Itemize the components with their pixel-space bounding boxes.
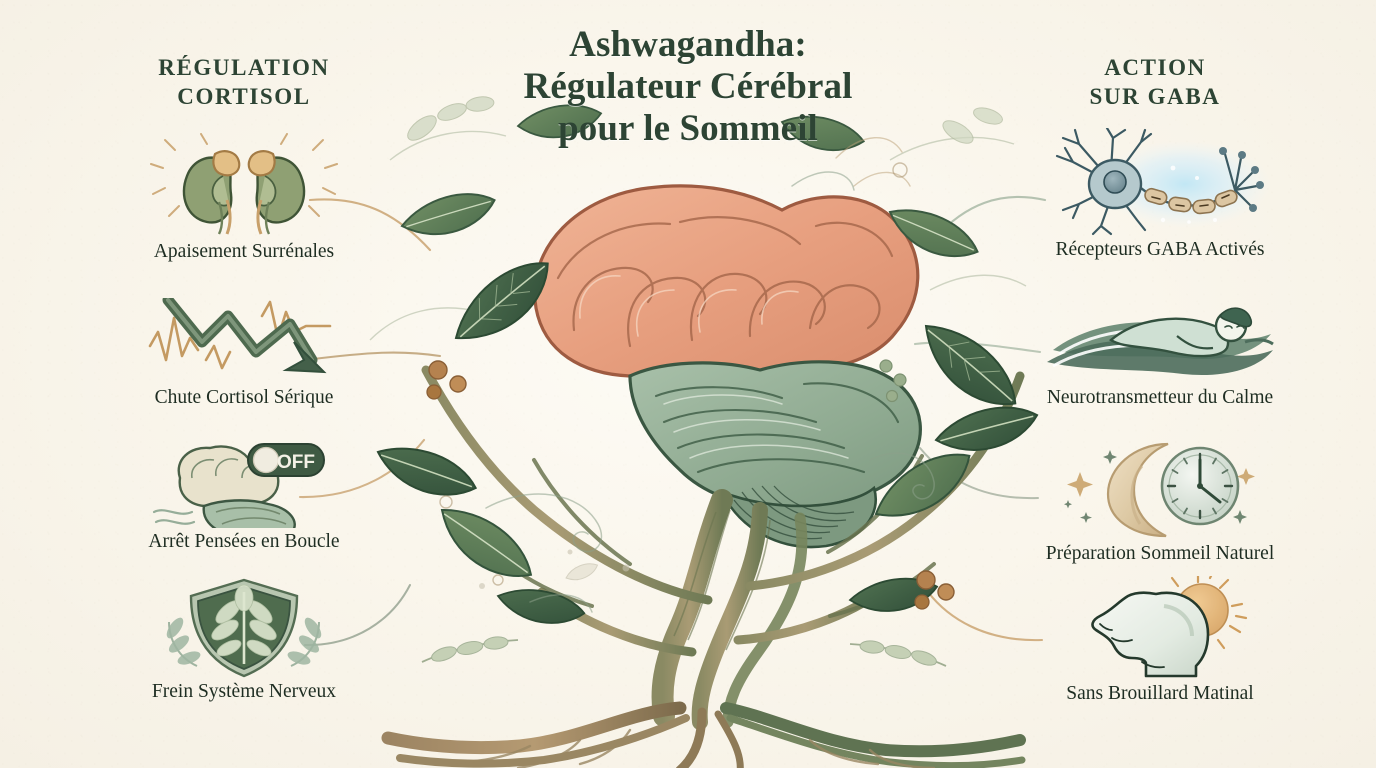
- toggle-off-text: OFF: [277, 452, 315, 473]
- left-header-line-2: CORTISOL: [177, 83, 311, 109]
- left-item-adrenals: Apaisement Surrénales: [84, 130, 404, 263]
- title-line-1: Ashwagandha:: [569, 24, 807, 65]
- brain-toggle-off-icon: OFF: [84, 438, 404, 528]
- right-item-label: Neurotransmetteur du Calme: [1046, 387, 1274, 408]
- left-item-label: Chute Cortisol Sérique: [154, 387, 334, 408]
- sleeping-person-icon: [1000, 296, 1320, 384]
- right-item-label: Récepteurs GABA Activés: [1055, 239, 1265, 260]
- right-item-label: Préparation Sommeil Naturel: [1045, 543, 1275, 564]
- title-line-3: pour le Sommeil: [558, 108, 818, 150]
- left-item-cortisol-drop: Chute Cortisol Sérique: [84, 298, 404, 409]
- left-item-label: Apaisement Surrénales: [153, 241, 335, 262]
- kidneys-icon: [84, 130, 404, 238]
- head-sunrise-icon: [1000, 576, 1320, 680]
- neuron-icon: [1000, 128, 1320, 236]
- right-item-no-morning-fog: Sans Brouillard Matinal: [1000, 576, 1320, 705]
- right-item-label: Sans Brouillard Matinal: [1066, 683, 1254, 704]
- right-column-header: ACTION SUR GABA: [1005, 54, 1305, 112]
- left-header-line-1: RÉGULATION: [158, 55, 330, 80]
- left-item-label: Arrêt Pensées en Boucle: [148, 531, 340, 552]
- brain-shape: [533, 184, 922, 549]
- off-toggle: OFF: [247, 443, 325, 477]
- title-line-2: Régulateur Cérébral: [523, 66, 853, 108]
- declining-arrow-icon: [84, 298, 404, 384]
- right-header-line-2: SUR GABA: [1089, 83, 1221, 109]
- right-item-calm-neurotransmitter: Neurotransmetteur du Calme: [1000, 296, 1320, 409]
- left-column-header: RÉGULATION CORTISOL: [84, 54, 404, 112]
- moon-clock-icon: [1000, 436, 1320, 540]
- page-title: Ashwagandha: Régulateur Cérébral pour le…: [438, 24, 938, 151]
- right-item-sleep-prep: Préparation Sommeil Naturel: [1000, 436, 1320, 565]
- left-item-label: Frein Système Nerveux: [151, 681, 337, 702]
- right-item-gaba-receptors: Récepteurs GABA Activés: [1000, 128, 1320, 261]
- brain-tree-illustration: [369, 96, 1039, 768]
- right-header-line-1: ACTION: [1104, 55, 1206, 80]
- left-item-thought-loop: OFF Arrêt Pensées en Boucle: [84, 438, 404, 553]
- leaf-shield-icon: [84, 578, 404, 678]
- left-item-nervous-brake: Frein Système Nerveux: [84, 578, 404, 703]
